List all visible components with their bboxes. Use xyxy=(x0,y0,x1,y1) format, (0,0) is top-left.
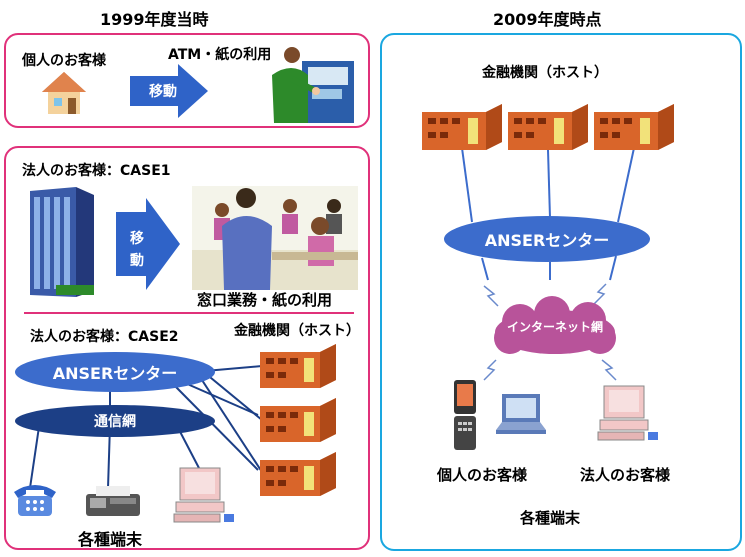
left-host-server-3 xyxy=(260,452,336,500)
individual-panel xyxy=(4,33,370,128)
left-anser-label: ANSERセンター xyxy=(52,364,178,383)
left-header: 1999年度当時 xyxy=(100,10,209,29)
mobile-phone-icon xyxy=(452,378,478,456)
right-host-server-2 xyxy=(508,104,588,154)
window-label: 窓口業務・紙の利用 xyxy=(197,291,333,309)
right-corporate-label: 法人のお客様 xyxy=(580,466,671,484)
right-anser-label: ANSERセンター xyxy=(484,231,610,250)
individual-title: 個人のお客様 xyxy=(22,53,106,69)
individual-move-arrow: 移動 xyxy=(130,64,208,122)
right-anser-center: ANSERセンター xyxy=(444,216,650,262)
right-terminals-label: 各種端末 xyxy=(520,509,581,527)
house-icon xyxy=(40,70,88,120)
corporate-move-label-1: 移 xyxy=(130,231,144,247)
corporate-panel xyxy=(4,146,370,550)
individual-move-label: 移動 xyxy=(149,84,177,100)
atm-illustration xyxy=(252,45,356,127)
atm-label: ATM・紙の利用 xyxy=(168,47,272,63)
left-host-label: 金融機関（ホスト） xyxy=(234,323,360,339)
left-host-server-1 xyxy=(260,344,336,392)
left-terminals-label: 各種端末 xyxy=(78,530,143,549)
right-host-server-1 xyxy=(422,104,502,154)
right-host-label: 金融機関（ホスト） xyxy=(482,65,608,81)
pc-terminal-icon-right xyxy=(596,384,660,446)
fax-icon xyxy=(84,484,142,522)
laptop-icon xyxy=(496,392,546,440)
right-host-server-3 xyxy=(594,104,674,154)
internet-cloud: インターネット網 xyxy=(480,296,630,366)
telephone-icon xyxy=(10,478,60,522)
right-individual-label: 個人のお客様 xyxy=(437,466,528,484)
building-icon xyxy=(28,185,98,305)
pc-terminal-icon-left xyxy=(172,466,236,528)
corporate-move-arrow: 移 動 xyxy=(116,198,180,294)
communication-network: 通信網 xyxy=(15,405,215,437)
left-host-server-2 xyxy=(260,398,336,446)
case2-title: 法人のお客様：CASE2 xyxy=(30,329,179,345)
case-divider xyxy=(24,312,354,314)
case1-title: 法人のお客様：CASE1 xyxy=(22,163,171,179)
right-panel xyxy=(380,33,742,551)
corporate-move-label-2: 動 xyxy=(130,253,144,269)
bank-counter-illustration xyxy=(192,186,358,294)
internet-label: インターネット網 xyxy=(506,320,603,334)
left-anser-center: ANSERセンター xyxy=(15,352,215,392)
communication-network-label: 通信網 xyxy=(94,414,136,430)
right-header: 2009年度時点 xyxy=(493,10,602,29)
